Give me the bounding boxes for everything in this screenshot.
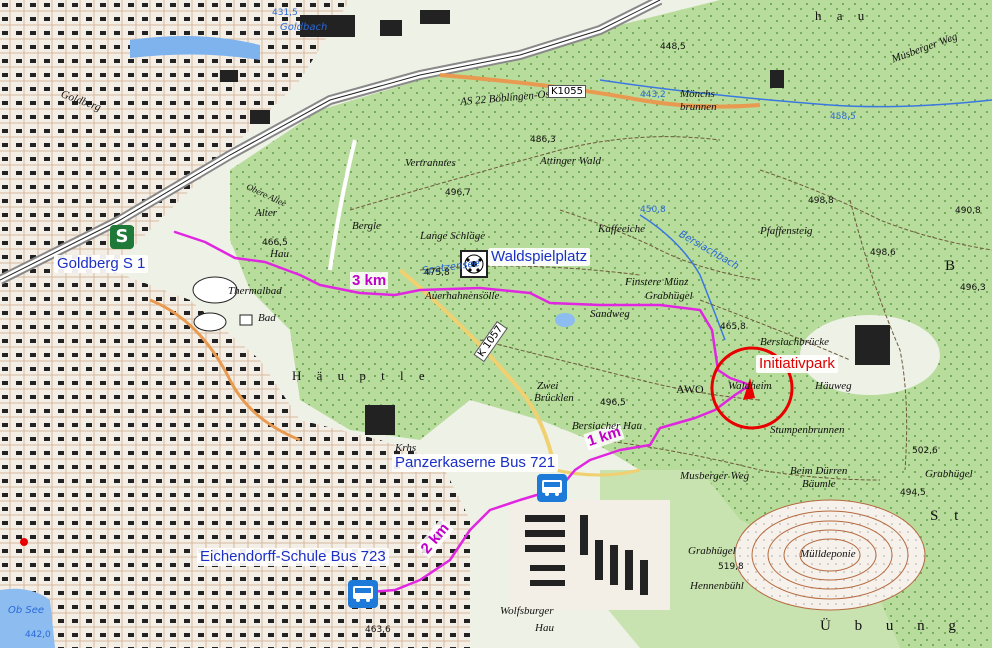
- road-k1057: [398, 268, 557, 471]
- topo-finstere: Finstere Münz: [625, 276, 689, 288]
- elev-17: 431,5: [272, 8, 298, 18]
- elev-8: 498,6: [870, 248, 896, 258]
- elev-20: 443,2: [640, 90, 666, 100]
- red-flag-icon: [743, 378, 755, 400]
- elev-10: 496,3: [960, 283, 986, 293]
- topo-sandweg: Sandweg: [590, 308, 630, 320]
- elev-19: 458,5: [830, 112, 856, 122]
- topo-haeuple: H ä u p t l e: [292, 368, 431, 383]
- topo-muelldeponie: Mülldeponie: [800, 548, 856, 560]
- motorway: [0, 0, 663, 285]
- topo-beerengarten: Bersiacher Hau: [572, 420, 642, 432]
- topo-hennenbuehl: Hennenbühl: [690, 580, 744, 592]
- urban-north: [0, 0, 350, 300]
- initiativpark-circle: [710, 346, 794, 430]
- label-panzerkaserne[interactable]: Panzerkaserne Bus 721: [392, 454, 559, 472]
- elev-4: 475,8: [424, 268, 450, 278]
- stream-north: [599, 79, 992, 108]
- topo-zwei: Zwei: [537, 380, 559, 392]
- topo-attinger: Attinger Wald: [540, 155, 602, 167]
- elev-15: 463,6: [365, 625, 391, 635]
- elev-5: 466,5: [262, 238, 288, 248]
- topo-bersiach: Bersiachbrücke: [760, 336, 830, 348]
- label-eichendorff[interactable]: Eichendorff-Schule Bus 723: [197, 548, 389, 566]
- building-bersiach: [855, 325, 890, 365]
- road-k1055: [439, 73, 761, 109]
- s-bahn-letter: S: [115, 226, 129, 247]
- topo-stumpen: Stumpenbrunnen: [770, 424, 845, 436]
- goldbach-pond: [130, 36, 260, 60]
- elev-18: 450,8: [640, 205, 666, 215]
- topo-duerren: Beim Dürren: [790, 465, 848, 477]
- elev-11: 496,5: [600, 398, 626, 408]
- topo-auerhahn: Auerhahnensölle: [425, 290, 500, 302]
- pond-sandweg: [555, 313, 575, 327]
- landfill-contours: [734, 499, 926, 611]
- elev-7: 498,8: [808, 196, 834, 206]
- red-dot-marker: [20, 538, 28, 546]
- route-line: [173, 230, 752, 594]
- topo-hau3: Hau: [535, 622, 554, 634]
- elev-16: 442,0: [25, 630, 51, 640]
- topo-waldheim: Waldheim: [728, 380, 772, 392]
- elev-2: 486,3: [530, 135, 556, 145]
- topo-vertrannte: Vertranntes: [405, 157, 456, 169]
- topo-lange: Lange Schläge: [420, 230, 486, 242]
- road-west: [149, 298, 301, 442]
- topo-bad: Bad: [258, 312, 276, 324]
- label-waldspielplatz[interactable]: Waldspielplatz: [488, 248, 591, 266]
- thermalbad-area: [192, 276, 253, 332]
- topo-awo: AWO: [676, 382, 704, 396]
- lake-southwest: [0, 588, 55, 648]
- topo-bruecklen: Brücklen: [534, 392, 574, 404]
- label-goldberg[interactable]: Goldberg S 1: [54, 255, 149, 273]
- topo-grabhuegel: Grabhügel: [645, 290, 693, 302]
- distance-3km: 3 km: [350, 272, 389, 289]
- elev-14: 519,8: [718, 562, 744, 572]
- elev-13: 494,5: [900, 488, 926, 498]
- bus-icon-panzerkaserne[interactable]: [537, 474, 567, 502]
- topo-pfaffensteig: Pfaffensteig: [760, 225, 813, 237]
- topo-b: B: [945, 258, 962, 274]
- topo-hau2: Hau: [270, 248, 289, 260]
- topo-hau: h a u: [815, 8, 871, 23]
- topo-bergle: Bergle: [352, 220, 381, 232]
- topo-thermalbad: Thermalbad: [228, 285, 282, 297]
- s-bahn-icon[interactable]: S: [110, 225, 134, 249]
- topo-krhs: Krhs: [395, 442, 417, 454]
- bus-icon-eichendorff[interactable]: [348, 580, 378, 608]
- soccer-ball-icon[interactable]: [460, 250, 488, 278]
- topo-wolfsburger: Wolfsburger: [500, 605, 554, 617]
- topo-musberger: Musberger Weg: [680, 470, 750, 482]
- industrial-buildings: [220, 10, 784, 435]
- stream-bersiachbach: [639, 214, 726, 341]
- topo-baeumle: Bäumle: [802, 478, 836, 490]
- topo-alter: Alter: [255, 207, 277, 219]
- forest-area: [230, 0, 992, 648]
- label-initiativpark[interactable]: Initiativpark: [756, 355, 838, 373]
- elev-6: 465,8: [720, 322, 746, 332]
- topo-ob-see: Ob See: [8, 605, 45, 616]
- topo-haeuweg: Häuweg: [815, 380, 852, 392]
- road-south: [554, 468, 641, 477]
- topo-brunnen: brunnen: [680, 101, 717, 113]
- topo-grabhuegel-3: Grabhügel: [925, 468, 973, 480]
- topo-st: S t: [930, 508, 965, 524]
- road-label-k1055: K1055: [548, 85, 587, 98]
- elev-9: 490,8: [955, 206, 981, 216]
- topo-moenchs: Mönchs: [680, 88, 715, 100]
- topo-kaffeeiche: Kaffeeiche: [598, 223, 646, 235]
- elev-3: 496,7: [445, 188, 471, 198]
- elev-1: 448,5: [660, 42, 686, 52]
- topo-goldbach: Goldbach: [280, 22, 328, 33]
- topo-ubung: Ü b u n g: [820, 618, 966, 634]
- barracks-buildings: [525, 515, 648, 595]
- topo-grabhuegel-2: Grabhügel: [688, 545, 736, 557]
- elev-12: 502,6: [912, 446, 938, 456]
- road-connector: [328, 139, 357, 271]
